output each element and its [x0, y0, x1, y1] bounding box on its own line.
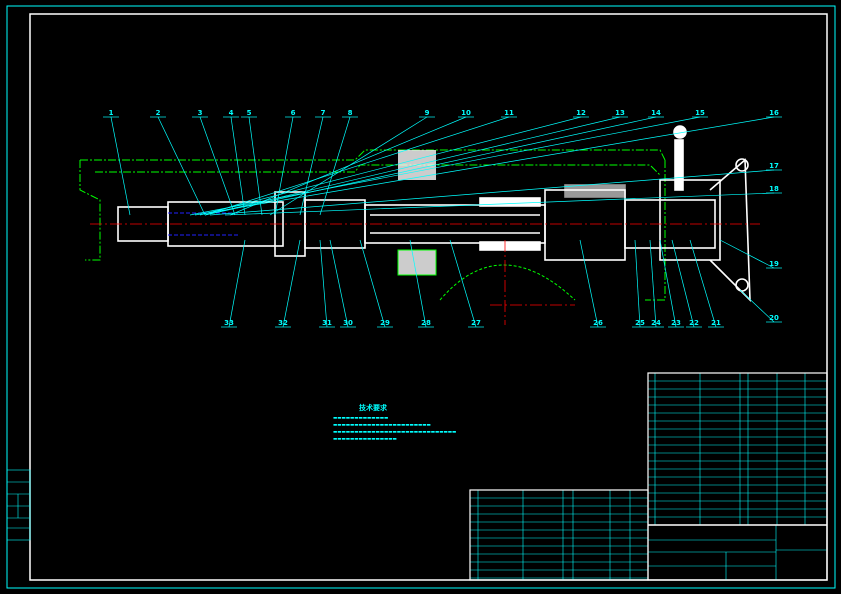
balloon-2: 2	[156, 109, 161, 117]
balloon-9: 9	[425, 109, 430, 117]
parts-list-border	[647, 372, 828, 581]
balloon-8: 8	[348, 109, 353, 117]
balloon-25: 25	[635, 319, 645, 327]
balloon-22: 22	[689, 319, 699, 327]
balloon-26: 26	[593, 319, 603, 327]
balloon-6: 6	[291, 109, 296, 117]
balloon-30: 30	[343, 319, 353, 327]
balloon-28: 28	[421, 319, 431, 327]
note-line: ▬▬▬▬▬▬▬▬▬▬▬▬▬▬▬▬▬▬▬▬▬▬▬	[333, 423, 431, 428]
balloon-7: 7	[321, 109, 326, 117]
balloon-15: 15	[695, 109, 705, 117]
balloon-3: 3	[198, 109, 203, 117]
balloon-14: 14	[651, 109, 661, 117]
balloon-1: 1	[109, 109, 114, 117]
note-line: ▬▬▬▬▬▬▬▬▬▬▬▬▬▬▬▬▬▬▬▬▬▬▬▬▬▬▬▬▬	[333, 430, 457, 435]
balloon-5: 5	[247, 109, 252, 117]
balloon-17: 17	[769, 162, 779, 170]
parts-list-lower-border	[469, 489, 649, 581]
balloon-10: 10	[461, 109, 471, 117]
balloon-23: 23	[671, 319, 681, 327]
outer-border	[6, 5, 836, 589]
balloon-21: 21	[711, 319, 721, 327]
balloon-20: 20	[769, 314, 779, 322]
balloon-33: 33	[224, 319, 234, 327]
balloon-4: 4	[229, 109, 234, 117]
note-line: ▬▬▬▬▬▬▬▬▬▬▬▬▬▬▬	[333, 437, 397, 442]
balloon-24: 24	[651, 319, 661, 327]
note-line: ▬▬▬▬▬▬▬▬▬▬▬▬▬	[333, 416, 389, 421]
balloon-31: 31	[322, 319, 332, 327]
balloon-11: 11	[504, 109, 514, 117]
left-strip-table	[6, 469, 31, 541]
centerlines	[90, 223, 760, 325]
balloon-12: 12	[576, 109, 586, 117]
balloon-13: 13	[615, 109, 625, 117]
balloon-18: 18	[769, 185, 779, 193]
balloon-19: 19	[769, 260, 779, 268]
balloon-16: 16	[769, 109, 779, 117]
technical-requirements: 技术要求 ▬▬▬▬▬▬▬▬▬▬▬▬▬ ▬▬▬▬▬▬▬▬▬▬▬▬▬▬▬▬▬▬▬▬▬…	[333, 404, 456, 443]
balloon-32: 32	[278, 319, 288, 327]
balloon-29: 29	[380, 319, 390, 327]
technical-requirements-title: 技术要求	[359, 404, 387, 412]
leader-lines	[103, 116, 782, 328]
balloon-27: 27	[471, 319, 481, 327]
parts-list	[470, 373, 827, 580]
inner-border	[29, 13, 828, 581]
